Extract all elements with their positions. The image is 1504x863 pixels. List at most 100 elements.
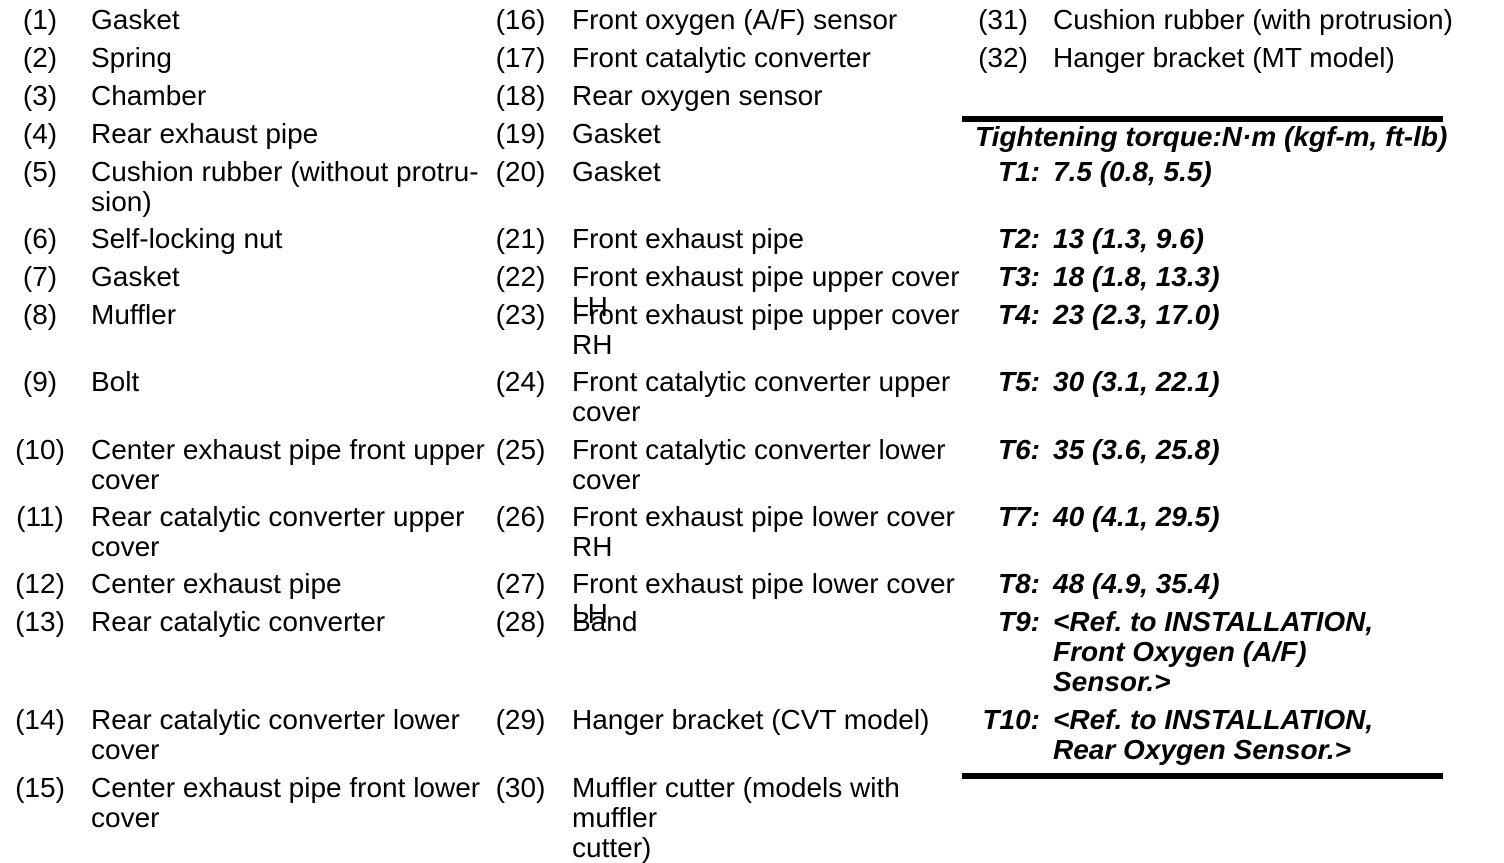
item-number: (22) (495, 261, 546, 292)
item-number: (5) (22, 156, 58, 187)
item-number: (23) (495, 299, 546, 330)
legend-item-14: (14) Rear catalytic converter lower cover (10, 705, 511, 765)
legend-item-4: (4)Rear exhaust pipe (10, 119, 511, 149)
item-number: (7) (22, 261, 58, 292)
torque-row-t10: T10: <Ref. to INSTALLATION, Rear Oxygen S… (973, 705, 1453, 765)
legend-item-10: (10) Center exhaust pipe front upper cove… (10, 435, 511, 495)
item-label: Band (572, 606, 638, 637)
torque-value: 35 (3.6, 25.8) (1053, 434, 1220, 465)
torque-row-t6: T6: 35 (3.6, 25.8) (973, 435, 1453, 465)
legend-item-24: (24) Front catalytic converter upper cove… (490, 367, 992, 427)
item-label: Spring (91, 42, 172, 73)
item-label: Center exhaust pipe front upper cover (91, 434, 485, 495)
item-label: Front exhaust pipe (572, 223, 804, 254)
item-number: (4) (22, 118, 58, 149)
legend-item-7: (7)Gasket (10, 262, 511, 292)
legend-item-13: (13)Rear catalytic converter (10, 607, 511, 637)
item-number: (15) (15, 772, 65, 803)
item-number: (31) (978, 4, 1028, 35)
item-label: Hanger bracket (MT model) (1053, 42, 1395, 73)
item-label: Gasket (572, 118, 661, 149)
item-number: (27) (495, 568, 546, 599)
torque-value: 40 (4.1, 29.5) (1053, 501, 1220, 532)
item-label: Front exhaust pipe upper cover LH (572, 261, 960, 322)
item-number: (21) (495, 223, 546, 254)
item-label: Rear oxygen sensor (572, 80, 823, 111)
item-number: (32) (978, 42, 1028, 73)
item-label: Muffler (91, 299, 177, 330)
legend-item-23: (23) Front exhaust pipe upper cover RH (490, 300, 992, 360)
item-label: Center exhaust pipe (91, 568, 342, 599)
item-number: (14) (15, 704, 65, 735)
legend-item-29: (29) Hanger bracket (CVT model) (490, 705, 992, 735)
legend-item-27: (27) Front exhaust pipe lower cover LH (490, 569, 992, 629)
torque-value: 48 (4.9, 35.4) (1053, 568, 1220, 599)
torque-value: <Ref. to INSTALLATION, Front Oxygen (A/F… (1053, 606, 1374, 697)
legend-item-6: (6) Self-locking nut (10, 224, 511, 254)
legend-item-2: (2) Spring (10, 43, 511, 73)
item-number: (24) (495, 366, 546, 397)
item-label: Gasket (91, 4, 180, 35)
item-label: Hanger bracket (CVT model) (572, 704, 930, 735)
item-label: Rear catalytic converter lower cover (91, 704, 460, 765)
torque-ref-label: T5: (998, 366, 1040, 397)
item-label: Gasket (572, 156, 661, 187)
torque-table-bottom-rule (962, 773, 1443, 779)
item-number: (1) (22, 4, 58, 35)
legend-item-11: (11)Rear catalytic converter upper cover (10, 502, 511, 562)
torque-ref-label: T7: (998, 501, 1040, 532)
torque-ref-label: T6: (998, 434, 1040, 465)
item-label: Front exhaust pipe lower cover RH (572, 501, 955, 562)
torque-value: <Ref. to INSTALLATION, Rear Oxygen Senso… (1053, 704, 1374, 765)
torque-table-heading: Tightening torque:N·m (kgf-m, ft-lb) (975, 121, 1448, 152)
legend-item-21: (21) Front exhaust pipe (490, 224, 992, 254)
torque-ref-label: T8: (998, 568, 1040, 599)
item-number: (19) (495, 118, 546, 149)
item-number: (8) (22, 299, 58, 330)
item-number: (29) (495, 704, 546, 735)
legend-item-16: (16)Front oxygen (A/F) sensor (490, 5, 992, 35)
item-number: (3) (22, 80, 58, 111)
item-number: (2) (22, 42, 58, 73)
torque-ref-label: T2: (998, 223, 1040, 254)
item-number: (10) (15, 434, 65, 465)
item-number: (13) (15, 606, 65, 637)
torque-row-t8: T8: 48 (4.9, 35.4) (973, 569, 1453, 599)
legend-item-30: (30)Muffler cutter (models with muffler … (490, 773, 992, 863)
item-number: (30) (495, 772, 546, 803)
item-number: (25) (495, 434, 546, 465)
item-label: Cushion rubber (without protru- sion) (91, 156, 479, 217)
torque-table-top-rule (962, 116, 1443, 122)
item-number: (28) (495, 606, 546, 637)
torque-row-t1: T1:7.5 (0.8, 5.5) (973, 157, 1453, 187)
item-number: (6) (22, 223, 58, 254)
item-number: (18) (495, 80, 546, 111)
legend-item-3: (3) Chamber (10, 81, 511, 111)
item-label: Front exhaust pipe upper cover RH (572, 299, 960, 360)
item-label: Rear catalytic converter upper cover (91, 501, 465, 562)
item-label: Bolt (91, 366, 140, 397)
item-label: Front catalytic converter upper cover (572, 366, 951, 427)
torque-row-t9: T9: <Ref. to INSTALLATION, Front Oxygen (… (973, 607, 1453, 697)
torque-ref-label: T1: (998, 156, 1040, 187)
item-label: Front catalytic converter (572, 42, 871, 73)
item-label: Front oxygen (A/F) sensor (572, 4, 898, 35)
item-label: Self-locking nut (91, 223, 283, 254)
item-label: Cushion rubber (with protrusion) (1053, 4, 1453, 35)
torque-ref-label: T10: (982, 704, 1040, 735)
legend-item-19: (19) Gasket (490, 119, 992, 149)
item-number: (12) (15, 568, 65, 599)
torque-value: 13 (1.3, 9.6) (1053, 223, 1204, 254)
item-label: Front exhaust pipe lower cover LH (572, 568, 955, 629)
torque-ref-label: T4: (998, 299, 1040, 330)
legend-item-9: (9)Bolt (10, 367, 511, 397)
legend-item-26: (26) Front exhaust pipe lower cover RH (490, 502, 992, 562)
torque-ref-label: T9: (998, 606, 1040, 637)
item-number: (26) (495, 501, 546, 532)
torque-row-t2: T2: 13 (1.3, 9.6) (973, 224, 1453, 254)
torque-value: 30 (3.1, 22.1) (1053, 366, 1220, 397)
torque-row-t5: T5: 30 (3.1, 22.1) (973, 367, 1453, 397)
legend-item-18: (18) Rear oxygen sensor (490, 81, 992, 111)
item-label: Chamber (91, 80, 207, 111)
